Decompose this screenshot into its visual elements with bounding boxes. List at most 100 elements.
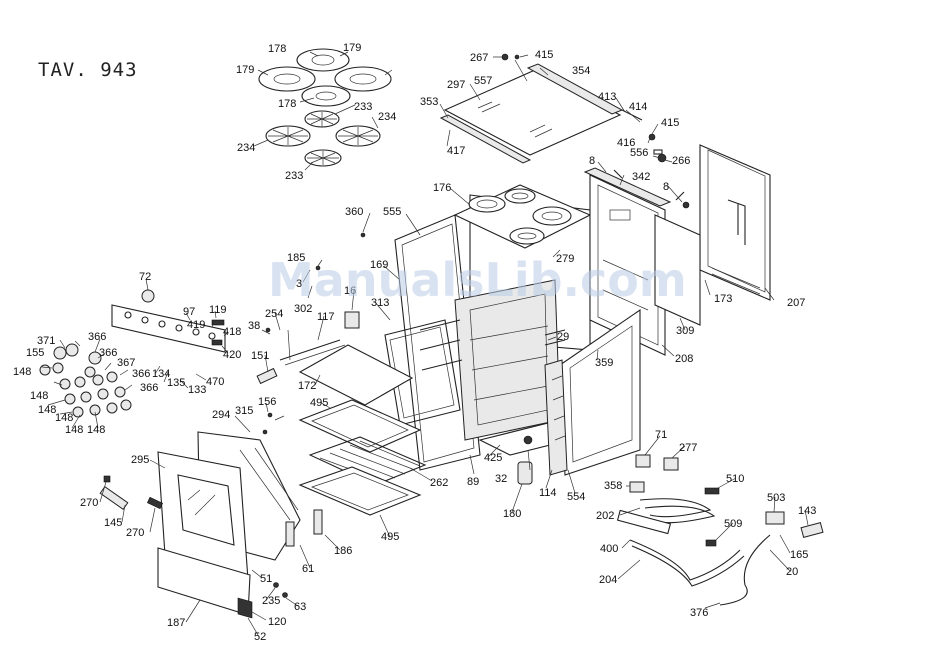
label-415: 415 bbox=[661, 117, 679, 129]
lamp-151 bbox=[256, 367, 278, 385]
label-270: 270 bbox=[126, 527, 144, 539]
foot-180 bbox=[517, 461, 533, 485]
label-419: 419 bbox=[187, 319, 205, 331]
side-panel-555 bbox=[394, 214, 481, 471]
label-51: 51 bbox=[260, 573, 272, 585]
switch-71 bbox=[635, 454, 651, 468]
label-234: 234 bbox=[237, 142, 255, 154]
label-376: 376 bbox=[690, 607, 708, 619]
label-353: 353 bbox=[420, 96, 438, 108]
label-554: 554 bbox=[567, 491, 585, 503]
label-315: 315 bbox=[235, 405, 253, 417]
label-148: 148 bbox=[65, 424, 83, 436]
label-425: 425 bbox=[484, 452, 502, 464]
label-233: 233 bbox=[354, 101, 372, 113]
watermark: ManualsLib.com bbox=[268, 253, 687, 307]
electrical-group bbox=[517, 454, 824, 606]
label-143: 143 bbox=[798, 505, 816, 517]
label-207: 207 bbox=[787, 297, 805, 309]
label-186: 186 bbox=[334, 545, 352, 557]
label-254: 254 bbox=[265, 308, 283, 320]
label-342: 342 bbox=[632, 171, 650, 183]
label-277: 277 bbox=[679, 442, 697, 454]
label-495: 495 bbox=[381, 531, 399, 543]
label-61: 61 bbox=[302, 563, 314, 575]
label-29: 29 bbox=[557, 331, 569, 343]
label-420: 420 bbox=[223, 349, 241, 361]
label-179: 179 bbox=[236, 64, 254, 76]
label-119: 119 bbox=[209, 304, 227, 316]
plate-cover-178-top bbox=[296, 48, 350, 72]
label-557: 557 bbox=[474, 75, 492, 87]
cable-clamp-143 bbox=[800, 521, 824, 539]
label-359: 359 bbox=[595, 357, 613, 369]
label-155: 155 bbox=[26, 347, 44, 359]
knobs-set bbox=[39, 343, 132, 418]
door-seal-313 bbox=[384, 319, 461, 426]
label-145: 145 bbox=[104, 517, 122, 529]
sheet-title: TAV. 943 bbox=[38, 59, 138, 81]
switch-16 bbox=[344, 311, 360, 329]
label-8: 8 bbox=[663, 181, 669, 193]
label-233: 233 bbox=[285, 170, 303, 182]
label-295: 295 bbox=[131, 454, 149, 466]
label-366: 366 bbox=[99, 347, 117, 359]
plate-cover-179-left bbox=[258, 66, 316, 92]
rear-panels-group bbox=[583, 144, 771, 356]
leader-lines bbox=[41, 51, 809, 636]
side-door-group bbox=[544, 308, 641, 476]
heater-element-204 bbox=[629, 539, 741, 581]
label-470: 470 bbox=[206, 376, 224, 388]
back-cover-207 bbox=[699, 144, 771, 301]
label-117: 117 bbox=[317, 311, 335, 323]
hinge-61 bbox=[285, 521, 295, 547]
label-495: 495 bbox=[310, 397, 328, 409]
label-156: 156 bbox=[258, 396, 276, 408]
label-165: 165 bbox=[790, 549, 808, 561]
label-510: 510 bbox=[726, 473, 744, 485]
hinge-186 bbox=[313, 509, 323, 535]
label-360: 360 bbox=[345, 206, 363, 218]
label-413: 413 bbox=[598, 91, 616, 103]
grill-pan-172 bbox=[298, 344, 414, 406]
control-panel-group bbox=[39, 232, 366, 435]
lid-pin-267 bbox=[501, 53, 509, 61]
label-148: 148 bbox=[38, 404, 56, 416]
label-354: 354 bbox=[572, 65, 590, 77]
lid-trim-353 bbox=[439, 114, 532, 164]
label-235: 235 bbox=[262, 595, 280, 607]
door-handle-145 bbox=[99, 485, 129, 511]
label-185: 185 bbox=[287, 252, 305, 264]
label-400: 400 bbox=[600, 543, 618, 555]
label-3: 3 bbox=[296, 278, 302, 290]
label-63: 63 bbox=[294, 601, 306, 613]
label-178: 178 bbox=[268, 43, 286, 55]
label-279: 279 bbox=[556, 253, 574, 265]
label-120: 120 bbox=[268, 616, 286, 628]
label-366: 366 bbox=[132, 368, 150, 380]
label-97: 97 bbox=[183, 306, 195, 318]
label-148: 148 bbox=[13, 366, 31, 378]
label-417: 417 bbox=[447, 145, 465, 157]
label-366: 366 bbox=[140, 382, 158, 394]
label-266: 266 bbox=[672, 155, 690, 167]
label-133: 133 bbox=[188, 384, 206, 396]
door-hinge-114 bbox=[544, 359, 568, 476]
label-32: 32 bbox=[495, 473, 507, 485]
label-555: 555 bbox=[383, 206, 401, 218]
label-416: 416 bbox=[617, 137, 635, 149]
label-148: 148 bbox=[55, 412, 73, 424]
label-371: 371 bbox=[37, 335, 55, 347]
label-8: 8 bbox=[589, 155, 595, 167]
terminal-503 bbox=[765, 511, 785, 525]
label-418: 418 bbox=[223, 326, 241, 338]
label-20: 20 bbox=[786, 566, 798, 578]
label-148: 148 bbox=[87, 424, 105, 436]
heater-element-202 bbox=[639, 498, 712, 518]
hob-plates-group bbox=[258, 48, 392, 167]
label-178: 178 bbox=[278, 98, 296, 110]
label-367: 367 bbox=[117, 357, 135, 369]
label-358: 358 bbox=[604, 480, 622, 492]
rear-panel-342 bbox=[589, 174, 666, 356]
part-labels: 178 179 179 178 233 234 234 233 267 415 … bbox=[13, 42, 816, 643]
